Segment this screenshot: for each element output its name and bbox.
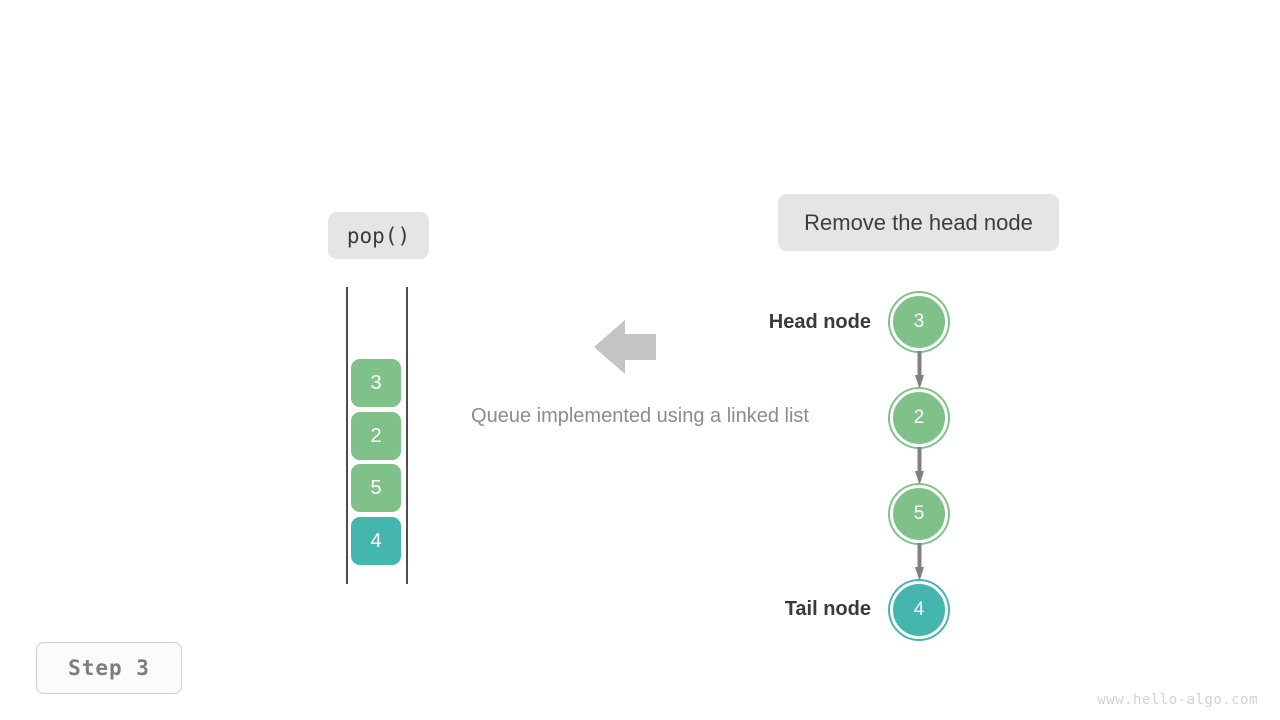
queue-item: 4	[351, 517, 401, 565]
linked-list: 3 2 5 4	[860, 285, 990, 645]
queue-item: 5	[351, 464, 401, 512]
list-node-head: 3	[890, 293, 948, 351]
list-node: 5	[890, 485, 948, 543]
queue-item: 2	[351, 412, 401, 460]
connector-arrow-icon	[915, 351, 924, 389]
head-node-label: Head node	[768, 311, 871, 333]
left-block-arrow-icon	[594, 320, 656, 374]
step-badge: Step 3	[36, 642, 182, 694]
watermark: www.hello-algo.com	[1097, 692, 1258, 708]
list-node-tail: 4	[890, 581, 948, 639]
queue-column: 3 2 5 4	[346, 287, 408, 584]
diagram-caption: Queue implemented using a linked list	[471, 405, 809, 427]
queue-rail-right	[406, 287, 408, 584]
connector-arrow-icon	[915, 543, 924, 581]
action-banner: Remove the head node	[778, 194, 1059, 251]
queue-item: 3	[351, 359, 401, 407]
pop-operation-label: pop()	[328, 212, 429, 259]
queue-rail-left	[346, 287, 348, 584]
tail-node-label: Tail node	[784, 598, 871, 620]
list-node: 2	[890, 389, 948, 447]
connector-arrow-icon	[915, 447, 924, 485]
